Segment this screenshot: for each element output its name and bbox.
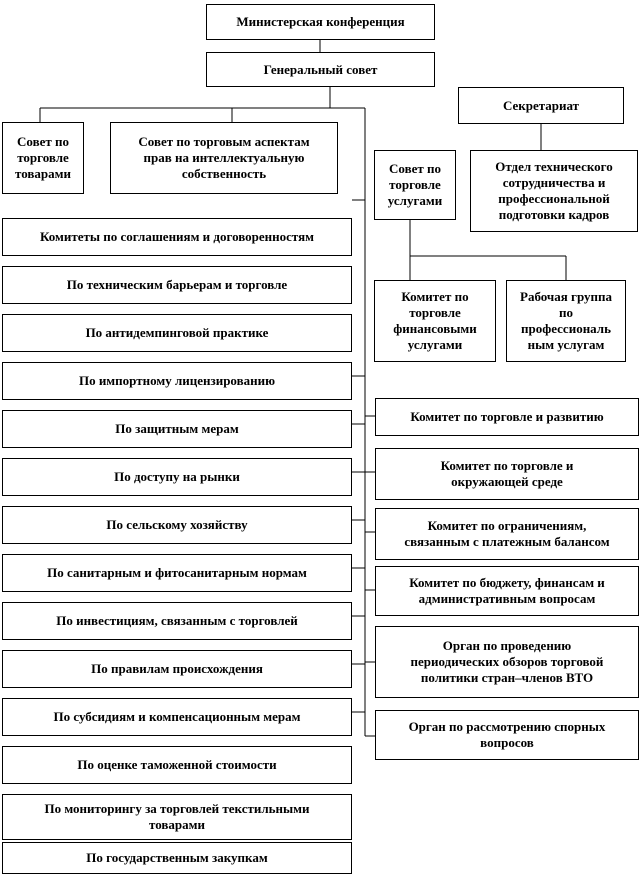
general-body-box: Комитет по торговле и развитию <box>375 398 639 436</box>
goods-committee-box: По сельскому хозяйству <box>2 506 352 544</box>
goods-committee-box: По мониторингу за торговлей текстильными… <box>2 794 352 840</box>
goods-committee-box: По техническим барьерам и торговле <box>2 266 352 304</box>
goods-committee-box: По правилам происхождения <box>2 650 352 688</box>
goods-committee-box: По субсидиям и компенсационным мерам <box>2 698 352 736</box>
ministerial-conference-box: Министерская конференция <box>206 4 435 40</box>
goods-committee-box: Комитеты по соглашениям и договоренностя… <box>2 218 352 256</box>
goods-committee-box: По оценке таможенной стоимости <box>2 746 352 784</box>
goods-committee-box: По импортному лицензированию <box>2 362 352 400</box>
general-body-box: Комитет по бюджету, финансам и администр… <box>375 566 639 616</box>
tech-coop-box: Отдел технического сотрудничества и проф… <box>470 150 638 232</box>
council-services-box: Совет по торговле услугами <box>374 150 456 220</box>
services-body-box: Комитет по торговле финансовыми услугами <box>374 280 496 362</box>
goods-committee-box: По доступу на рынки <box>2 458 352 496</box>
council-goods-box: Совет по торговле товарами <box>2 122 84 194</box>
general-body-box: Комитет по торговле и окружающей среде <box>375 448 639 500</box>
council-trips-box: Совет по торговым аспектам прав на интел… <box>110 122 338 194</box>
general-council-box: Генеральный совет <box>206 52 435 87</box>
goods-committee-box: По санитарным и фитосанитарным нормам <box>2 554 352 592</box>
goods-committee-box: По защитным мерам <box>2 410 352 448</box>
goods-committee-box: По инвестициям, связанным с торговлей <box>2 602 352 640</box>
services-body-box: Рабочая группа по профессиональ ным услу… <box>506 280 626 362</box>
goods-committee-box: По государственным закупкам <box>2 842 352 874</box>
general-body-box: Комитет по ограничениям, связанным с пла… <box>375 508 639 560</box>
general-body-box: Орган по проведению периодических обзоро… <box>375 626 639 698</box>
secretariat-box: Секретариат <box>458 87 624 124</box>
general-body-box: Орган по рассмотрению спорных вопросов <box>375 710 639 760</box>
goods-committee-box: По антидемпинговой практике <box>2 314 352 352</box>
